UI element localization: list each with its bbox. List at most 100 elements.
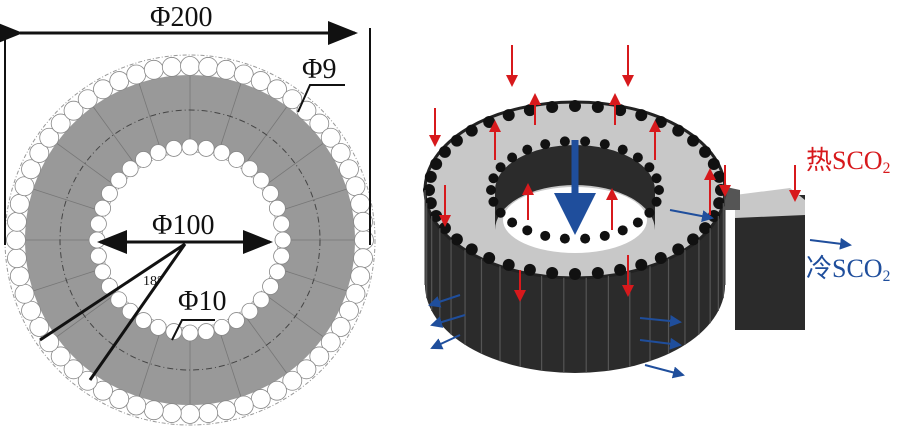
outer-hole xyxy=(14,176,35,197)
outer-channel xyxy=(699,145,712,158)
outer-hole xyxy=(267,380,287,401)
outer-channel xyxy=(483,116,496,129)
inner-hole xyxy=(241,302,259,320)
cold-outflow-arrow xyxy=(430,334,461,350)
inner-channel xyxy=(644,162,655,173)
inner-channel xyxy=(651,173,662,184)
outer-hole xyxy=(180,404,200,424)
outer-hole xyxy=(7,248,27,269)
outer-channel xyxy=(523,263,536,276)
outer-channel xyxy=(713,170,726,183)
outer-hole xyxy=(39,127,60,148)
inner-channel xyxy=(488,173,499,184)
outer-channel xyxy=(672,124,685,137)
outer-channel xyxy=(424,170,437,183)
cold-outflow-arrow xyxy=(644,364,685,379)
outer-hole xyxy=(345,283,366,304)
outer-hole xyxy=(50,113,71,134)
inner-channel xyxy=(599,139,610,150)
inner-hole xyxy=(101,185,118,202)
inner-channel xyxy=(495,162,506,173)
inner-hole xyxy=(121,160,139,178)
outer-channel xyxy=(465,243,478,256)
outer-hole xyxy=(29,317,50,337)
outer-hole xyxy=(9,193,30,214)
outlet-block xyxy=(735,195,805,330)
outer-hole xyxy=(267,79,287,100)
cold-outflow-arrow xyxy=(430,314,466,328)
outer-hole xyxy=(161,403,182,423)
inner-channel xyxy=(488,196,499,207)
inner-hole xyxy=(149,144,167,162)
outer-hole xyxy=(250,389,271,409)
outer-hole xyxy=(345,176,366,197)
inner-channel xyxy=(559,233,570,244)
cold-outflow-arrow xyxy=(809,237,852,250)
outer-hole xyxy=(63,359,84,380)
outer-hole xyxy=(109,71,130,91)
sector-line xyxy=(92,106,135,164)
outer-channel xyxy=(707,158,720,171)
outer-channel xyxy=(424,197,437,210)
outer-hole xyxy=(21,159,41,180)
inner-channel xyxy=(617,144,628,155)
outer-channel xyxy=(502,109,515,122)
outer-hole xyxy=(143,400,164,421)
inner-hole xyxy=(252,291,270,309)
outer-hole xyxy=(109,389,130,409)
outer-hole xyxy=(320,332,341,353)
outer-hole xyxy=(233,64,254,85)
cold-outflow-arrow xyxy=(428,294,461,308)
inner-hole xyxy=(262,185,279,202)
outer-channel xyxy=(672,243,685,256)
outer-channel xyxy=(430,158,443,171)
outer-channel xyxy=(654,116,667,129)
cold-sco2-label: 冷SCO2 xyxy=(806,256,890,285)
inner-channel xyxy=(522,144,533,155)
inner-hole xyxy=(110,171,128,189)
cold-outflow-arrow xyxy=(669,209,714,223)
inner-hole xyxy=(181,324,199,342)
inner-hole xyxy=(197,140,215,157)
outer-hole xyxy=(21,300,41,321)
inner-channel xyxy=(486,185,496,195)
inner-hole xyxy=(90,215,107,233)
inner-channel xyxy=(540,230,551,241)
sector-line xyxy=(32,188,100,212)
inner-channel xyxy=(580,233,591,244)
outer-hole xyxy=(143,59,164,80)
outer-channel xyxy=(614,104,627,117)
outer-channel xyxy=(465,124,478,137)
outer-channel xyxy=(687,134,700,147)
cold-outflow-arrow xyxy=(639,315,682,327)
outer-channel xyxy=(502,258,515,271)
outer-hole xyxy=(233,395,254,416)
outer-channel xyxy=(423,184,435,196)
outer-hole xyxy=(198,57,219,77)
outer-channel xyxy=(546,101,559,114)
cold-outflow-arrow xyxy=(639,337,682,350)
outer-hole-leader xyxy=(297,84,345,113)
outer-hole xyxy=(14,283,35,304)
outer-hole xyxy=(282,89,303,110)
inner-hole xyxy=(268,199,286,217)
inner-hole xyxy=(90,247,107,265)
inner-hole xyxy=(213,144,231,162)
inner-channel xyxy=(654,185,664,195)
outer-hole xyxy=(126,64,147,85)
hot-label-text: 热SCO xyxy=(806,146,883,175)
inner-hole xyxy=(181,138,199,156)
outer-hole xyxy=(93,380,113,401)
outer-hole xyxy=(216,400,237,421)
inner-hole xyxy=(273,215,290,233)
outer-channel xyxy=(591,101,604,114)
sector-line xyxy=(266,142,324,185)
inner-hole-leader xyxy=(171,319,215,341)
inner-hole xyxy=(94,199,112,217)
angle-label: 18° xyxy=(143,274,163,289)
outer-channel xyxy=(569,100,581,112)
outer-hole xyxy=(339,159,359,180)
outer-hole xyxy=(330,317,351,337)
outer-channel xyxy=(546,266,559,279)
